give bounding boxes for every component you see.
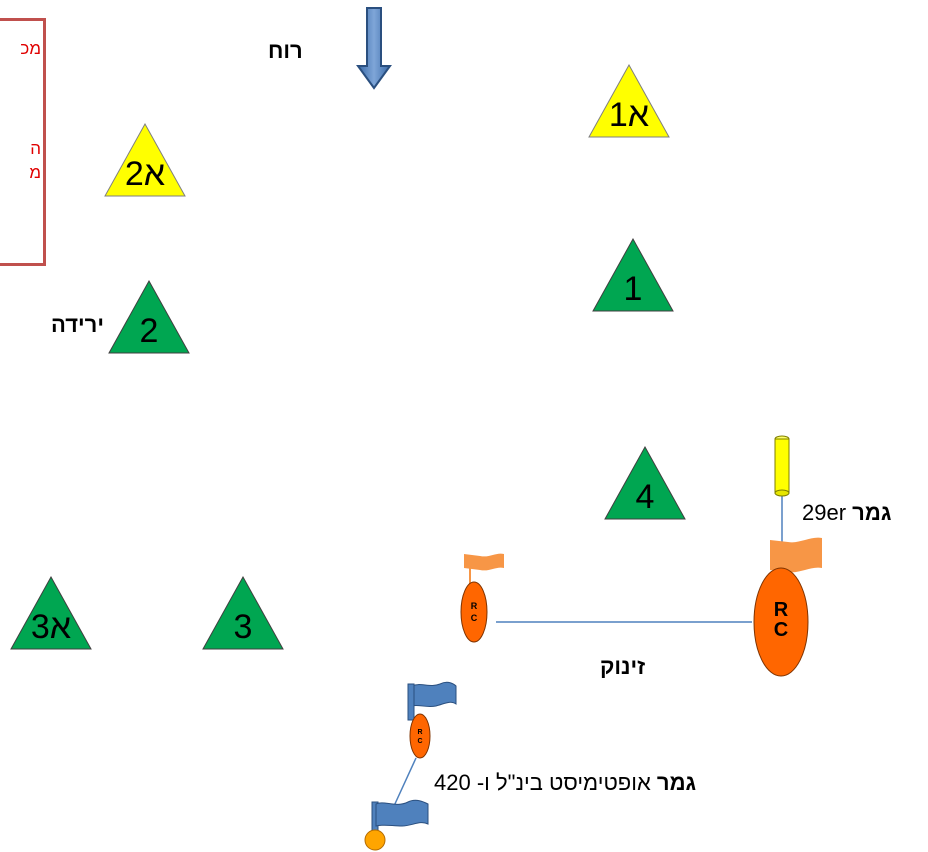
mark-1a-label: 1א [608, 96, 650, 134]
committee-boat-right: R C [753, 537, 822, 677]
mark-1-label: 1 [623, 270, 643, 308]
note-line-3: מ [29, 163, 41, 182]
mark-2a: 2א [104, 122, 186, 197]
finish-opti-bold: גמר [656, 770, 697, 795]
boat-right-c: C [774, 619, 788, 641]
finish-opti-text: אופטימיסט בינ"ל ו- 420 [434, 770, 651, 795]
note-line-1: מכ [20, 39, 41, 58]
finish-29er-text: 29er [802, 500, 847, 525]
mark-3a-label: 3א [30, 608, 72, 646]
start-line [496, 621, 752, 623]
finish-29er-label: גמר 29er [802, 500, 891, 526]
mark-3a: 3א [10, 575, 92, 650]
mark-2a-label: 2א [124, 155, 166, 193]
finish-29er-bold: גמר [852, 500, 892, 525]
mark-2-label: 2 [139, 312, 159, 350]
mark-4-label: 4 [635, 478, 655, 516]
note-line-2: ה [30, 139, 41, 158]
mark-1: 1 [592, 237, 674, 312]
boat-left-r: R [471, 601, 478, 611]
finish-opti-group: R C [364, 681, 457, 851]
mark-3: 3 [202, 575, 284, 650]
wind-label: רוח [268, 38, 303, 63]
downwind-label: ירידה [51, 312, 104, 337]
finish-opti-label: גמר אופטימיסט בינ"ל ו- 420 [434, 770, 696, 796]
committee-boat-left: R C [460, 553, 504, 643]
mark-1a: 1א [588, 63, 670, 138]
start-label: זינוק [600, 654, 646, 679]
boat-left-c: C [471, 613, 478, 623]
boat-right-r: R [774, 599, 789, 621]
mark-4: 4 [604, 445, 686, 520]
wind-arrow-icon [356, 7, 392, 90]
finish-buoy-29er [774, 435, 790, 542]
note-box: מכ ה מ [0, 18, 46, 266]
mark-3-label: 3 [233, 608, 253, 646]
boat-opti-r: R [417, 729, 422, 736]
boat-opti-c: C [417, 738, 422, 745]
mark-2: 2 [108, 279, 190, 354]
